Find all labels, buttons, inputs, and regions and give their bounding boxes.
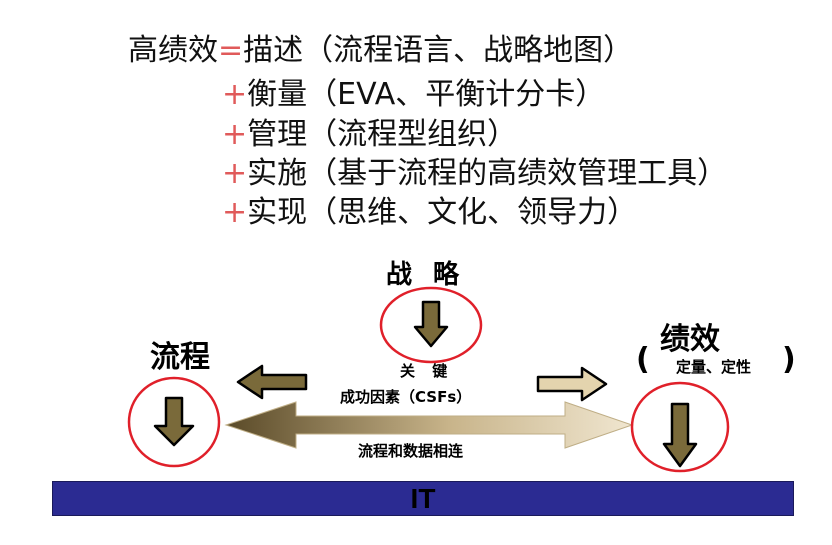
- formula-line-1: 高绩效=描述（流程语言、战略地图）: [128, 34, 633, 68]
- strategy-circle: [379, 286, 483, 364]
- strategy-down-arrow-icon: [413, 300, 449, 348]
- formula-line-3: +管理（流程型组织）: [222, 118, 517, 152]
- performance-sub-label: 定量、定性: [676, 358, 752, 376]
- equals-sign: =: [218, 33, 244, 68]
- plus-sign: +: [222, 156, 248, 191]
- formula-text-implement: 实施（基于流程的高绩效管理工具）: [247, 156, 728, 191]
- formula-text-realize: 实现（思维、文化、领导力）: [247, 195, 638, 230]
- link-label: 流程和数据相连: [358, 442, 464, 460]
- left-arrow-icon: [236, 364, 308, 400]
- paren-open: (: [636, 342, 650, 377]
- it-label: IT: [410, 483, 436, 514]
- performance-circle: [630, 381, 730, 473]
- formula-line-4: +实施（基于流程的高绩效管理工具）: [222, 157, 727, 191]
- csf-label: 成功因素（CSFs）: [340, 388, 472, 406]
- formula-text-manage: 管理（流程型组织）: [247, 117, 518, 152]
- right-arrow-icon: [536, 366, 608, 402]
- performance-down-arrow-icon: [662, 402, 698, 468]
- plus-sign: +: [222, 195, 248, 230]
- process-label: 流程: [150, 340, 210, 375]
- plus-sign: +: [222, 117, 248, 152]
- key-label: 关 键: [400, 362, 454, 380]
- formula-lead: 高绩效: [128, 33, 218, 68]
- formula-line-2: +衡量（EVA、平衡计分卡）: [222, 78, 605, 112]
- formula-text-measure: 衡量（EVA、平衡计分卡）: [247, 77, 606, 112]
- process-down-arrow-icon: [153, 396, 195, 447]
- process-circle: [127, 376, 221, 468]
- paren-close: ): [782, 342, 796, 377]
- plus-sign: +: [222, 77, 248, 112]
- it-bar: IT: [52, 481, 794, 516]
- formula-text-describe: 描述（流程语言、战略地图）: [243, 33, 634, 68]
- formula-line-5: +实现（思维、文化、领导力）: [222, 196, 637, 230]
- strategy-label: 战 略: [386, 260, 466, 290]
- performance-label: 绩效: [660, 322, 720, 357]
